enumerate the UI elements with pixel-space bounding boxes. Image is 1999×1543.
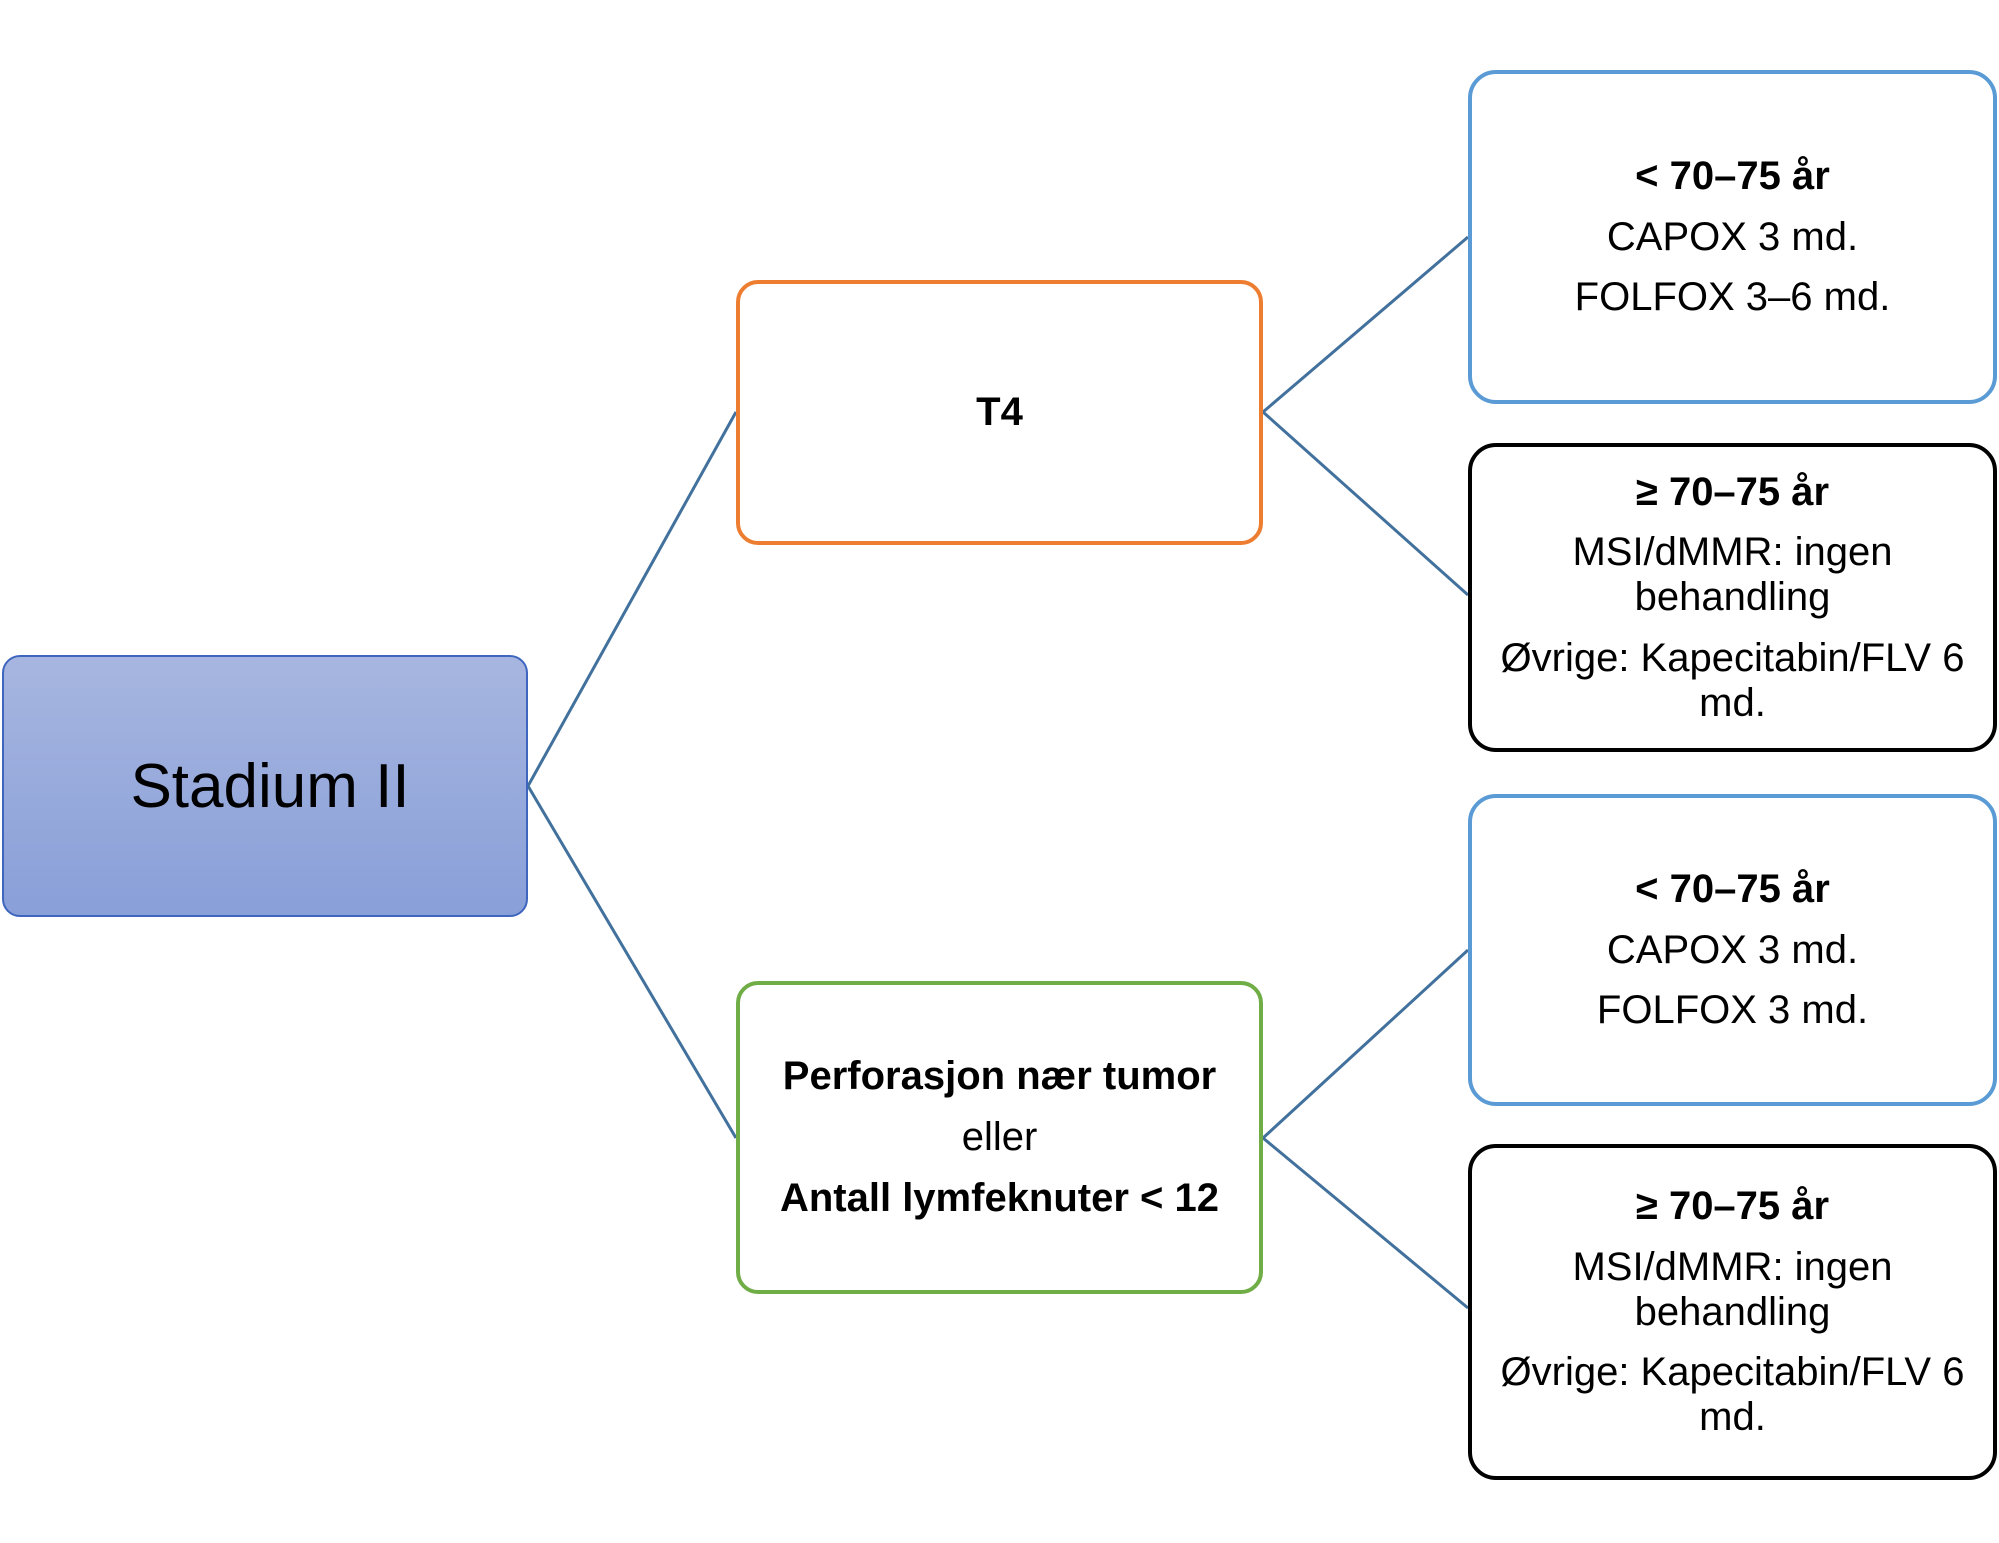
perforation-old-other-line: Øvrige: Kapecitabin/FLV 6 md.: [1500, 1350, 1965, 1440]
t4-young-folfox: FOLFOX 3–6 md.: [1574, 275, 1891, 320]
perforation-young-folfox: FOLFOX 3 md.: [1596, 988, 1869, 1033]
connector-t4-to-young: [1262, 235, 1469, 414]
t4-young-capox: CAPOX 3 md.: [1606, 214, 1859, 259]
t4-young-treatment-node: < 70–75 år CAPOX 3 md. FOLFOX 3–6 md.: [1468, 70, 1997, 404]
perforation-node: Perforasjon nær tumor eller Antall lymfe…: [736, 981, 1263, 1294]
t4-old-msi-line: MSI/dMMR: ingen behandling: [1572, 530, 1893, 620]
perforation-or-label: eller: [961, 1115, 1038, 1159]
connector-perforation-to-old: [1262, 1136, 1469, 1310]
perforation-label: Perforasjon nær tumor: [782, 1054, 1217, 1098]
perforation-old-heading: ≥ 70–75 år: [1635, 1184, 1830, 1228]
stadium-ii-label: Stadium II: [130, 751, 410, 821]
perforation-young-capox: CAPOX 3 md.: [1606, 927, 1859, 972]
connector-root-to-perforation: [526, 785, 738, 1139]
t4-old-treatment-node: ≥ 70–75 år MSI/dMMR: ingen behandling Øv…: [1468, 443, 1997, 752]
perforation-young-treatment-node: < 70–75 år CAPOX 3 md. FOLFOX 3 md.: [1468, 794, 1997, 1106]
stadium-ii-node: Stadium II: [2, 655, 528, 917]
perforation-old-treatment-node: ≥ 70–75 år MSI/dMMR: ingen behandling Øv…: [1468, 1144, 1997, 1480]
t4-label: T4: [976, 390, 1023, 434]
lymph-nodes-label: Antall lymfeknuter < 12: [779, 1176, 1220, 1220]
connector-t4-to-old: [1262, 410, 1469, 597]
t4-old-heading: ≥ 70–75 år: [1635, 469, 1830, 514]
connector-perforation-to-young: [1261, 948, 1470, 1140]
t4-old-other-line: Øvrige: Kapecitabin/FLV 6 md.: [1500, 635, 1965, 725]
perforation-old-msi-line: MSI/dMMR: ingen behandling: [1572, 1244, 1893, 1334]
perforation-young-heading: < 70–75 år: [1635, 866, 1830, 911]
t4-young-heading: < 70–75 år: [1635, 153, 1830, 198]
t4-node: T4: [736, 280, 1263, 545]
connector-root-to-t4: [526, 411, 738, 787]
